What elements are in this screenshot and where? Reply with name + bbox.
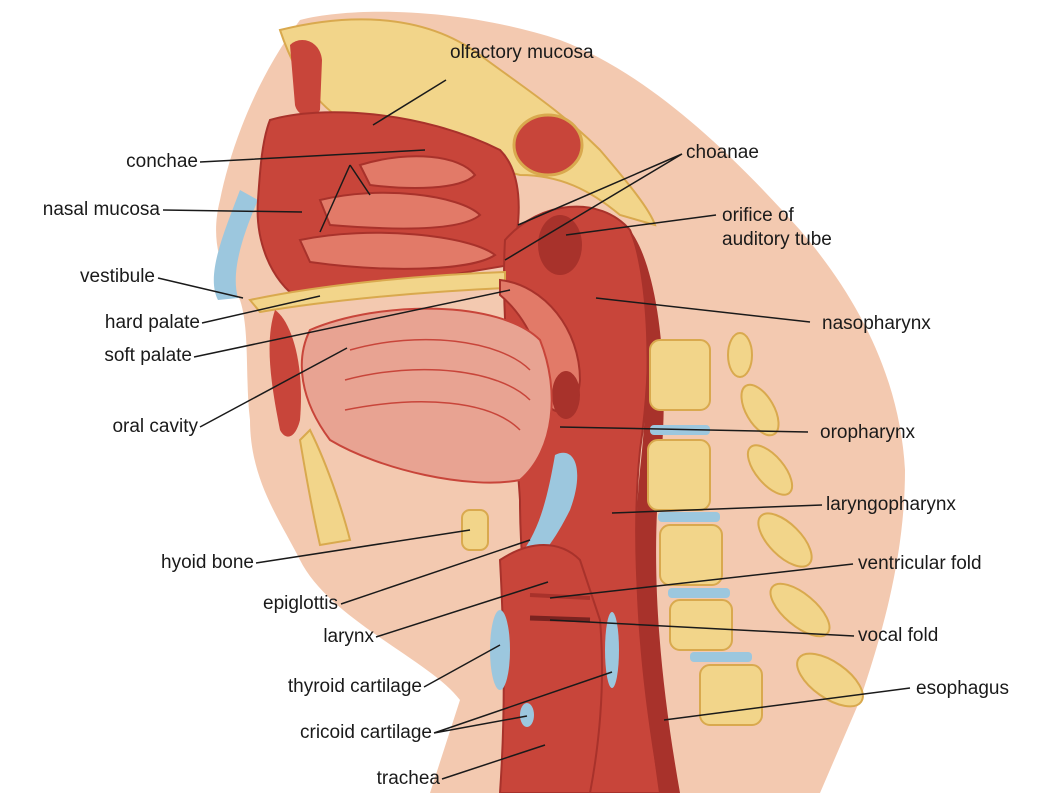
label-hard-palate: hard palate xyxy=(68,312,200,334)
sphenoid-sinus xyxy=(514,115,582,175)
thyroid-cart xyxy=(490,610,510,690)
label-epiglottis: epiglottis xyxy=(238,593,338,615)
vocal-fold-shape xyxy=(530,618,590,620)
label-cricoid-cartilage: cricoid cartilage xyxy=(250,722,432,744)
auditory-tube-opening xyxy=(538,215,582,275)
label-orifice-line2: auditory tube xyxy=(722,229,832,251)
label-hyoid-bone: hyoid bone xyxy=(130,552,254,574)
label-soft-palate: soft palate xyxy=(74,345,192,367)
label-laryngopharynx: laryngopharynx xyxy=(826,494,956,516)
uvula xyxy=(552,371,580,419)
vertebra xyxy=(670,600,732,650)
label-thyroid-cartilage: thyroid cartilage xyxy=(240,676,422,698)
label-olfactory-mucosa: olfactory mucosa xyxy=(450,42,594,64)
label-conchae: conchae xyxy=(98,151,198,173)
disc xyxy=(668,588,730,598)
label-trachea: trachea xyxy=(340,768,440,790)
label-vestibule: vestibule xyxy=(55,266,155,288)
label-larynx: larynx xyxy=(300,626,374,648)
vertebra xyxy=(648,440,710,510)
vertebra xyxy=(660,525,722,585)
label-choanae: choanae xyxy=(686,142,759,164)
label-esophagus: esophagus xyxy=(916,678,1009,700)
cricoid-cart-front xyxy=(520,703,534,727)
label-oral-cavity: oral cavity xyxy=(78,416,198,438)
label-nasal-mucosa: nasal mucosa xyxy=(8,199,160,221)
vertebra xyxy=(700,665,762,725)
label-orifice-line1: orifice of xyxy=(722,205,794,227)
vertebra xyxy=(650,340,710,410)
disc xyxy=(690,652,752,662)
larynx-trachea xyxy=(500,545,602,793)
spinous-process xyxy=(728,333,752,377)
label-nasopharynx: nasopharynx xyxy=(822,313,931,335)
label-oropharynx: oropharynx xyxy=(820,422,915,444)
label-vocal-fold: vocal fold xyxy=(858,625,938,647)
label-ventricular-fold: ventricular fold xyxy=(858,553,982,575)
disc xyxy=(658,512,720,522)
